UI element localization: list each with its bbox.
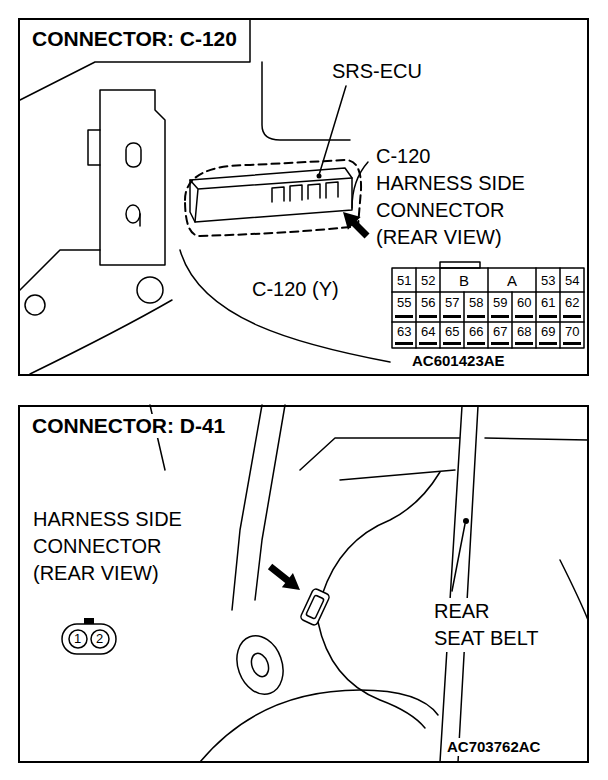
pin-bar bbox=[395, 315, 581, 318]
bracket-hole bbox=[126, 205, 140, 223]
pin-number: 68 bbox=[517, 325, 531, 339]
connector-lock bbox=[440, 262, 480, 268]
cavity-letter: B bbox=[459, 273, 469, 288]
pin-number: 66 bbox=[469, 325, 483, 339]
part-name: SRS-ECU bbox=[330, 58, 424, 85]
pin-number: 70 bbox=[565, 325, 579, 339]
pin-circle bbox=[69, 630, 87, 648]
panel-title: CONNECTOR: D-41 bbox=[30, 414, 227, 438]
leader-line bbox=[352, 162, 368, 208]
pin-number: 67 bbox=[493, 325, 507, 339]
pin-number: 56 bbox=[421, 296, 435, 310]
leader-dot bbox=[463, 518, 469, 524]
connector-name: HARNESS SIDE CONNECTOR (REAR VIEW) bbox=[31, 506, 188, 587]
pin-number: 54 bbox=[565, 273, 579, 288]
pin-number: 62 bbox=[565, 296, 579, 310]
pin-number: 58 bbox=[469, 296, 483, 310]
connector-name: C-120 HARNESS SIDE CONNECTOR (REAR VIEW) bbox=[374, 143, 531, 251]
floor-contour bbox=[180, 250, 390, 362]
floor-contour bbox=[30, 300, 172, 374]
srs-ecu-unit bbox=[190, 168, 352, 222]
pin-number: 1 bbox=[74, 632, 81, 646]
figure-code: AC703762AC bbox=[445, 738, 542, 756]
connector-face bbox=[392, 268, 584, 348]
pin-number: 69 bbox=[541, 325, 555, 339]
pillar-line bbox=[232, 405, 285, 610]
pin-number: 2 bbox=[96, 632, 103, 646]
pin-bar bbox=[395, 342, 581, 345]
connector-name: C-120 (Y) bbox=[250, 276, 341, 303]
pin-number: 64 bbox=[421, 325, 435, 339]
bracket-plate bbox=[100, 90, 165, 265]
connector-face bbox=[62, 624, 116, 654]
pointer-arrow bbox=[265, 560, 306, 598]
pointer-arrow bbox=[343, 212, 370, 239]
pin-number: 63 bbox=[397, 325, 411, 339]
bracket-hole bbox=[126, 143, 141, 167]
body-hole bbox=[137, 277, 163, 303]
pin-number: 52 bbox=[421, 273, 435, 288]
body-panel-line bbox=[20, 20, 250, 100]
panel-title: CONNECTOR: C-120 bbox=[30, 27, 239, 51]
body-panel-line bbox=[560, 560, 588, 620]
shelf-line bbox=[300, 438, 588, 480]
pin-number: 53 bbox=[541, 273, 555, 288]
wire-harness bbox=[322, 472, 440, 595]
leader-dot bbox=[317, 174, 322, 179]
figure-code: AC601423AE bbox=[410, 352, 507, 370]
pin-number: 60 bbox=[517, 296, 531, 310]
leader-line bbox=[452, 524, 465, 591]
floor-contour bbox=[200, 690, 438, 762]
wire-harness bbox=[318, 622, 425, 728]
part-name: REAR SEAT BELT bbox=[432, 598, 547, 652]
pin-circle bbox=[91, 630, 109, 648]
leader-line bbox=[319, 86, 346, 175]
ecu-connector bbox=[272, 182, 338, 202]
anchor-plate bbox=[229, 629, 291, 700]
pin-number: 51 bbox=[397, 273, 411, 288]
srs-ecu-unit bbox=[190, 178, 352, 222]
pin-number: 57 bbox=[445, 296, 459, 310]
body-panel-line bbox=[20, 250, 100, 290]
pin-number: 59 bbox=[493, 296, 507, 310]
pin-number: 65 bbox=[445, 325, 459, 339]
pin-number: 61 bbox=[541, 296, 555, 310]
connector-lock bbox=[84, 618, 94, 624]
d41-connector bbox=[300, 588, 331, 626]
pin-number: 55 bbox=[397, 296, 411, 310]
connector-grid bbox=[416, 292, 560, 348]
connector-grid bbox=[416, 268, 560, 292]
location-outline bbox=[185, 160, 361, 236]
body-hole bbox=[25, 295, 45, 315]
bracket-hole bbox=[139, 214, 141, 226]
anchor-plate bbox=[248, 651, 271, 679]
seat-belt bbox=[440, 406, 478, 762]
cavity-letter: A bbox=[507, 273, 517, 288]
bracket-tab bbox=[88, 130, 100, 165]
d41-connector bbox=[306, 595, 324, 619]
